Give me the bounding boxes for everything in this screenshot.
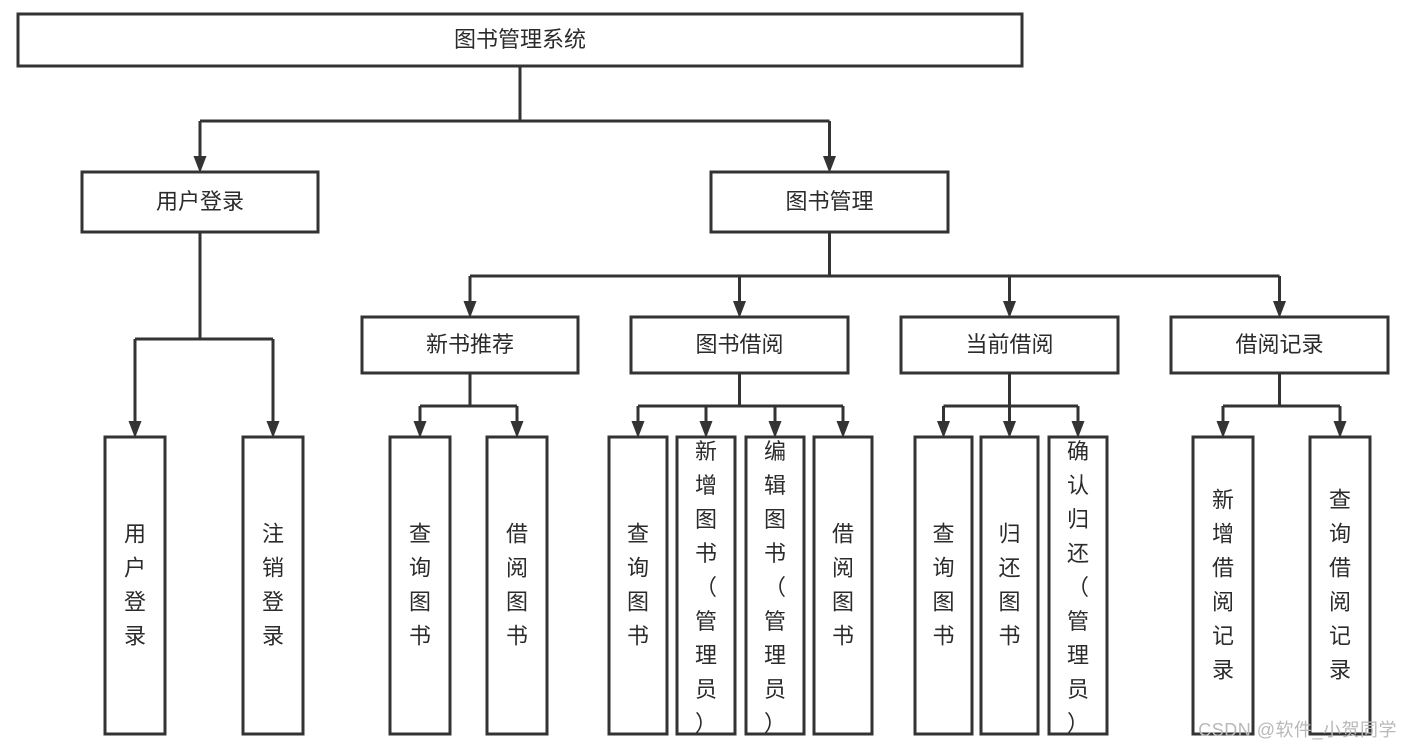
edge-arrow-icon	[413, 421, 427, 438]
edge-arrow-icon	[1003, 421, 1016, 438]
edge-arrow-icon	[1003, 301, 1016, 318]
node-box[interactable]	[913, 435, 974, 736]
node-leaf-user-login[interactable]: 用户登录	[103, 435, 167, 736]
node-leaf-borrow-book-1[interactable]: 借阅图书	[485, 435, 549, 736]
edge-arrow-icon	[193, 156, 207, 173]
node-current-borrow[interactable]: 当前借阅	[899, 315, 1120, 375]
node-label: 查询图书	[627, 522, 649, 649]
node-label: 查询图书	[932, 522, 954, 649]
node-book-manage[interactable]: 图书管理	[709, 170, 950, 234]
node-box[interactable]	[1308, 435, 1372, 736]
edge-arrow-icon	[1216, 421, 1230, 438]
node-box[interactable]	[812, 435, 874, 736]
edge-arrow-icon	[463, 301, 477, 318]
node-leaf-borrow-book-2[interactable]: 借阅图书	[812, 435, 874, 736]
edge-group	[128, 232, 280, 438]
node-new-book-rec[interactable]: 新书推荐	[360, 315, 580, 375]
node-label: 图书借阅	[695, 332, 783, 357]
node-label: 归还图书	[998, 522, 1020, 649]
node-box[interactable]	[485, 435, 549, 736]
node-user-login[interactable]: 用户登录	[80, 170, 320, 234]
edge-arrow-icon	[768, 421, 782, 438]
edge-arrow-icon	[836, 421, 850, 438]
edge-arrow-icon	[733, 301, 746, 318]
node-box[interactable]	[629, 315, 850, 375]
node-box[interactable]	[103, 435, 167, 736]
node-label: 新书推荐	[426, 332, 514, 357]
node-label: 借阅记录	[1235, 332, 1323, 357]
node-box[interactable]	[80, 170, 320, 234]
node-book-borrow[interactable]: 图书借阅	[629, 315, 850, 375]
node-leaf-query-book-1[interactable]: 查询图书	[388, 435, 452, 736]
node-leaf-query-book-3[interactable]: 查询图书	[913, 435, 974, 736]
node-box[interactable]	[360, 315, 580, 375]
node-box[interactable]	[979, 435, 1040, 736]
node-box[interactable]	[16, 12, 1024, 68]
node-label: 确认归还（管理员）	[1067, 439, 1089, 736]
node-box[interactable]	[241, 435, 305, 736]
node-borrow-record[interactable]: 借阅记录	[1169, 315, 1390, 375]
edge-arrow-icon	[128, 421, 142, 438]
node-box[interactable]	[899, 315, 1120, 375]
node-box[interactable]	[1047, 435, 1109, 736]
edge-arrow-icon	[266, 421, 280, 438]
edge-arrow-icon	[631, 421, 645, 438]
edge-arrow-icon	[1333, 421, 1347, 438]
node-label: 查询图书	[409, 522, 431, 649]
node-label: 借阅图书	[832, 522, 854, 649]
edge-group	[193, 66, 836, 173]
edge-arrow-icon	[510, 421, 524, 438]
edge-arrow-icon	[937, 421, 950, 438]
node-label: 借阅图书	[506, 522, 528, 649]
edge-group	[1216, 373, 1347, 438]
node-label: 查询借阅记录	[1329, 488, 1351, 683]
node-box[interactable]	[744, 435, 806, 736]
node-label: 当前借阅	[965, 332, 1053, 357]
node-label: 图书管理系统	[454, 27, 586, 52]
node-label: 用户登录	[156, 189, 244, 214]
edge-arrow-icon	[1071, 421, 1085, 438]
edge-group	[937, 373, 1085, 438]
node-label: 新增图书（管理员）	[695, 439, 717, 736]
node-box[interactable]	[675, 435, 737, 736]
node-box[interactable]	[607, 435, 669, 736]
edge-group	[413, 373, 524, 438]
node-leaf-query-book-2[interactable]: 查询图书	[607, 435, 669, 736]
node-label: 图书管理	[785, 189, 873, 214]
node-box[interactable]	[1191, 435, 1255, 736]
edge-group	[631, 373, 850, 438]
node-leaf-add-record[interactable]: 新增借阅记录	[1191, 435, 1255, 736]
node-leaf-confirm-return[interactable]: 确认归还（管理员）	[1047, 435, 1109, 736]
edge-arrow-icon	[1273, 301, 1286, 318]
edge-arrow-icon	[699, 421, 713, 438]
node-leaf-query-record[interactable]: 查询借阅记录	[1308, 435, 1372, 736]
edge-arrow-icon	[823, 156, 836, 173]
node-box[interactable]	[1169, 315, 1390, 375]
node-leaf-logout[interactable]: 注销登录	[241, 435, 305, 736]
node-box[interactable]	[709, 170, 950, 234]
watermark-label: CSDN @软件_小贺同学	[1198, 720, 1397, 740]
node-leaf-return-book[interactable]: 归还图书	[979, 435, 1040, 736]
node-label: 注销登录	[262, 522, 284, 649]
node-box[interactable]	[388, 435, 452, 736]
node-leaf-edit-book[interactable]: 编辑图书（管理员）	[744, 435, 806, 736]
node-label: 新增借阅记录	[1212, 488, 1234, 683]
node-label: 编辑图书（管理员）	[764, 439, 786, 736]
edge-group	[463, 232, 1286, 318]
node-leaf-add-book[interactable]: 新增图书（管理员）	[675, 435, 737, 736]
node-root[interactable]: 图书管理系统	[16, 12, 1024, 68]
node-label: 用户登录	[124, 522, 146, 649]
